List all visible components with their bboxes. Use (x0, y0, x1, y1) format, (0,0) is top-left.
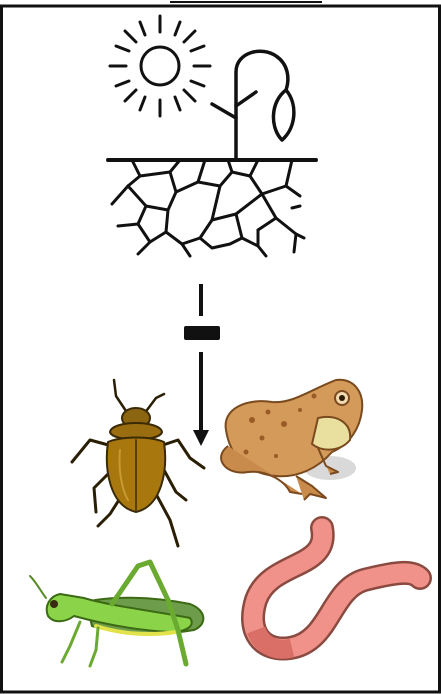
beetle-icon (72, 380, 204, 546)
inhibition-arrow (184, 284, 220, 446)
frog-pupil (339, 395, 345, 401)
wilted-plant-icon (212, 51, 294, 158)
plant-leaf (273, 90, 293, 140)
grasshopper-icon (30, 562, 203, 666)
cracked-soil-icon (108, 160, 316, 256)
sun-disc (141, 47, 179, 85)
earthworm-clitellum (256, 630, 292, 649)
frog-hind-foot (296, 476, 326, 500)
plant-stem (236, 51, 288, 158)
inhibition-bar (184, 326, 220, 340)
plant-branch-right (236, 92, 256, 106)
grasshopper-antenna (30, 576, 46, 598)
grasshopper-front-leg (62, 622, 80, 662)
grasshopper-mid-leg (90, 628, 98, 666)
sun-icon (110, 16, 210, 116)
down-arrow (193, 430, 209, 446)
frog-icon (221, 380, 362, 500)
frog-belly (312, 417, 350, 450)
grasshopper-eye (50, 600, 58, 608)
plant-branch-left (212, 104, 236, 118)
soil-cracks (112, 160, 304, 256)
sun-rays (110, 16, 210, 116)
earthworm-icon (253, 528, 420, 649)
